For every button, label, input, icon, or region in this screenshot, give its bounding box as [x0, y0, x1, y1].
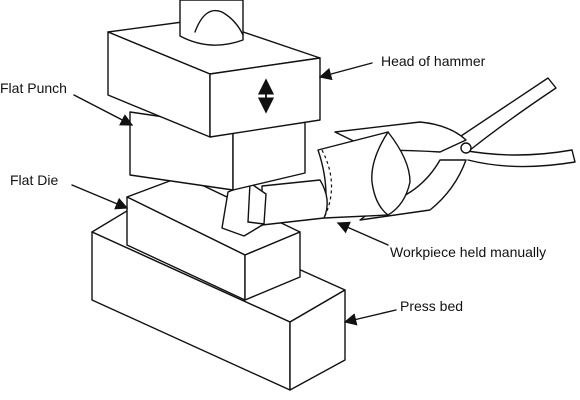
- ram-column: [179, 0, 244, 46]
- arrow-icon: [73, 94, 134, 126]
- arrow-icon: [71, 184, 129, 210]
- arrow-icon: [318, 62, 373, 81]
- workpiece: [221, 77, 576, 237]
- label-workpiece: Workpiece held manually: [390, 244, 546, 260]
- arrow-icon: [343, 309, 397, 326]
- label-flat-die: Flat Die: [10, 172, 58, 188]
- flat-die: [126, 175, 301, 301]
- label-flat-punch: Flat Punch: [0, 80, 67, 96]
- label-press-bed: Press bed: [400, 298, 463, 314]
- label-head-of-hammer: Head of hammer: [381, 53, 486, 69]
- arrow-icon: [336, 221, 389, 246]
